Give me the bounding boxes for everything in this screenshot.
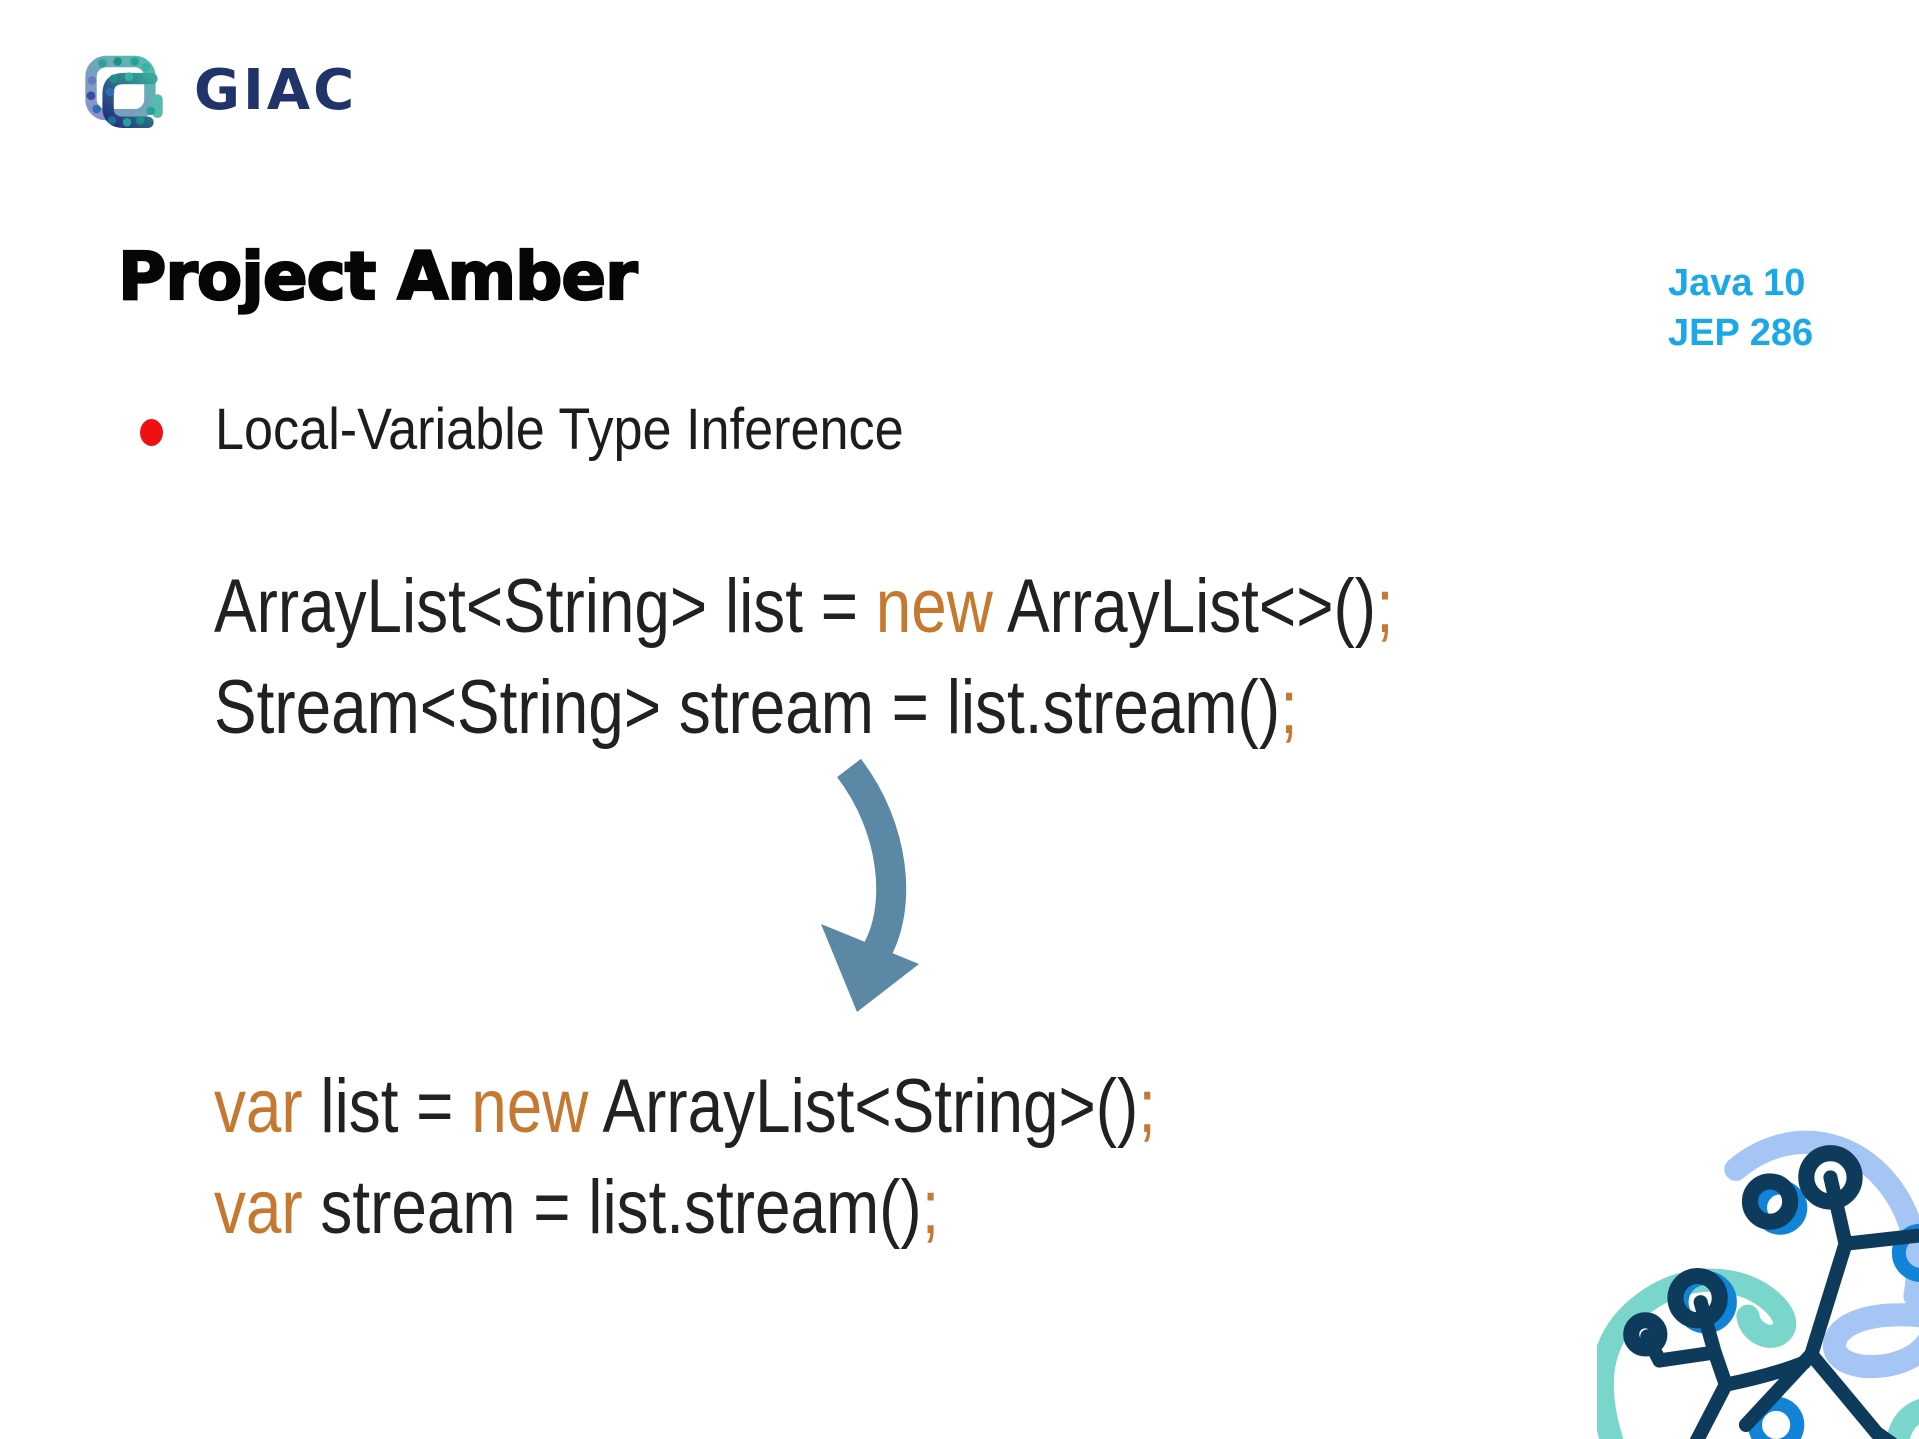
page-title: Project Amber: [117, 237, 639, 316]
code-text: ArrayList<String>(): [588, 1064, 1139, 1149]
code-text: ArrayList<String> list =: [214, 564, 876, 649]
code-text: list =: [302, 1064, 472, 1149]
code-keyword: ;: [921, 1165, 940, 1250]
curved-down-arrow-icon: [821, 758, 919, 1012]
code-keyword: var: [214, 1064, 303, 1149]
code-text: stream = list.stream(): [302, 1165, 922, 1250]
network-decoration-icon: [1597, 1130, 1919, 1439]
code-keyword: ;: [1280, 665, 1298, 750]
code-keyword: ;: [1138, 1064, 1157, 1149]
code-keyword: ;: [1376, 564, 1394, 649]
code-block-before: ArrayList<String> list = new ArrayList<>…: [214, 556, 1618, 758]
code-line: var stream = list.stream();: [214, 1157, 1156, 1258]
code-text: ArrayList<>(): [992, 564, 1377, 649]
jep-number-line: JEP 286: [1668, 312, 1814, 354]
giac-logo-mark-icon: [85, 55, 163, 128]
code-line: ArrayList<String> list = new ArrayList<>…: [214, 556, 1394, 657]
giac-logo: GIAC: [78, 52, 357, 128]
code-line: var list = new ArrayList<String>();: [214, 1056, 1156, 1157]
code-block-after: var list = new ArrayList<String>();var s…: [214, 1056, 1335, 1258]
giac-logo-text: GIAC: [194, 57, 358, 123]
java-version-line: Java 10: [1668, 262, 1806, 304]
bullet-text: Local-Variable Type Inference: [215, 397, 904, 462]
code-line: Stream<String> stream = list.stream();: [214, 657, 1394, 758]
code-keyword: var: [214, 1165, 303, 1250]
java-version-badge: Java 10 JEP 286: [1668, 258, 1813, 358]
code-keyword: new: [471, 1064, 589, 1149]
code-keyword: new: [875, 564, 993, 649]
code-text: Stream<String> stream = list.stream(): [214, 665, 1281, 750]
bullet-marker: [140, 419, 163, 446]
